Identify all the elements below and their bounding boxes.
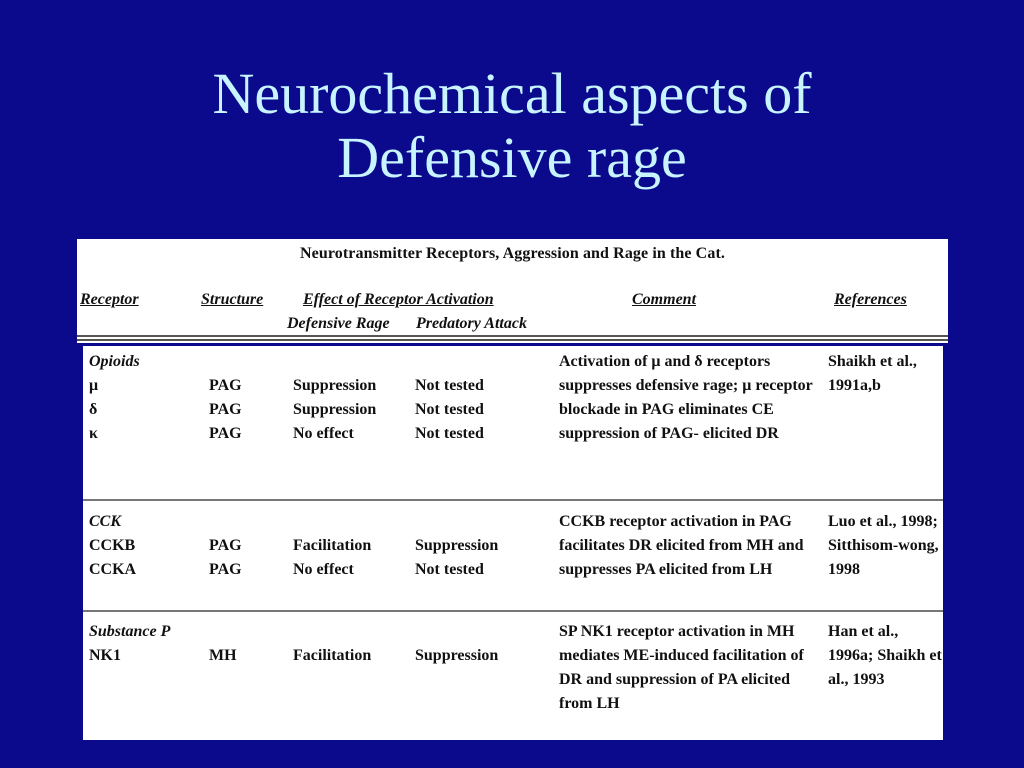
header-rule — [77, 335, 948, 337]
structure-cell: PAG — [209, 561, 242, 578]
receptor-cell: μ — [89, 377, 99, 394]
header-effect-dr: Defensive Rage — [287, 315, 390, 332]
predatory-attack-cell: Not tested — [415, 377, 484, 394]
group-name: Substance P — [89, 623, 171, 640]
group-opioids: Opioids μ PAG Suppression Not tested δ P… — [83, 350, 943, 500]
receptor-cell: NK1 — [89, 647, 121, 664]
references-cell: Luo et al., 1998; Sitthisom-wong, 1998 — [828, 513, 939, 578]
predatory-attack-cell: Not tested — [415, 425, 484, 442]
header-rule-2 — [77, 339, 948, 341]
table-header-panel: Neurotransmitter Receptors, Aggression a… — [77, 239, 948, 343]
header-references: References — [834, 291, 907, 308]
group-cck: CCK CCKB PAG Facilitation Suppression CC… — [83, 510, 943, 610]
table-body-panel: Opioids μ PAG Suppression Not tested δ P… — [83, 346, 943, 740]
group-substance-p: Substance P NK1 MH Facilitation Suppress… — [83, 620, 943, 740]
slide-title: Neurochemical aspects of Defensive rage — [0, 62, 1024, 190]
predatory-attack-cell: Suppression — [415, 537, 499, 554]
structure-cell: PAG — [209, 425, 242, 442]
defensive-rage-cell: Facilitation — [293, 537, 372, 554]
header-effect-pa: Predatory Attack — [416, 315, 527, 332]
table-caption: Neurotransmitter Receptors, Aggression a… — [300, 245, 725, 262]
predatory-attack-cell: Not tested — [415, 401, 484, 418]
predatory-attack-cell: Not tested — [415, 561, 484, 578]
defensive-rage-cell: No effect — [293, 561, 354, 578]
comment-cell: CCKB receptor activation in PAG facilita… — [559, 513, 804, 578]
references-cell: Han et al., 1996a; Shaikh et al., 1993 — [828, 623, 942, 688]
receptor-cell: κ — [89, 425, 98, 442]
group-separator — [83, 499, 943, 501]
slide-title-line-1: Neurochemical aspects of — [212, 61, 812, 126]
structure-cell: PAG — [209, 377, 242, 394]
structure-cell: PAG — [209, 537, 242, 554]
defensive-rage-cell: Suppression — [293, 401, 377, 418]
header-structure: Structure — [201, 291, 264, 308]
header-effect: Effect of Receptor Activation — [303, 291, 494, 308]
group-name: Opioids — [89, 353, 140, 370]
comment-cell: Activation of μ and δ receptors suppress… — [559, 353, 813, 442]
references-cell: Shaikh et al., 1991a,b — [828, 353, 917, 394]
receptor-cell: δ — [89, 401, 98, 418]
group-name: CCK — [89, 513, 122, 530]
receptor-cell: CCKA — [89, 561, 137, 578]
header-comment: Comment — [632, 291, 697, 308]
group-separator — [83, 610, 943, 612]
defensive-rage-cell: Suppression — [293, 377, 377, 394]
structure-cell: MH — [209, 647, 237, 664]
header-receptor: Receptor — [80, 291, 139, 308]
structure-cell: PAG — [209, 401, 242, 418]
receptor-cell: CCKB — [89, 537, 136, 554]
defensive-rage-cell: No effect — [293, 425, 354, 442]
predatory-attack-cell: Suppression — [415, 647, 499, 664]
defensive-rage-cell: Facilitation — [293, 647, 372, 664]
slide-title-line-2: Defensive rage — [337, 125, 687, 190]
comment-cell: SP NK1 receptor activation in MH mediate… — [559, 623, 804, 712]
